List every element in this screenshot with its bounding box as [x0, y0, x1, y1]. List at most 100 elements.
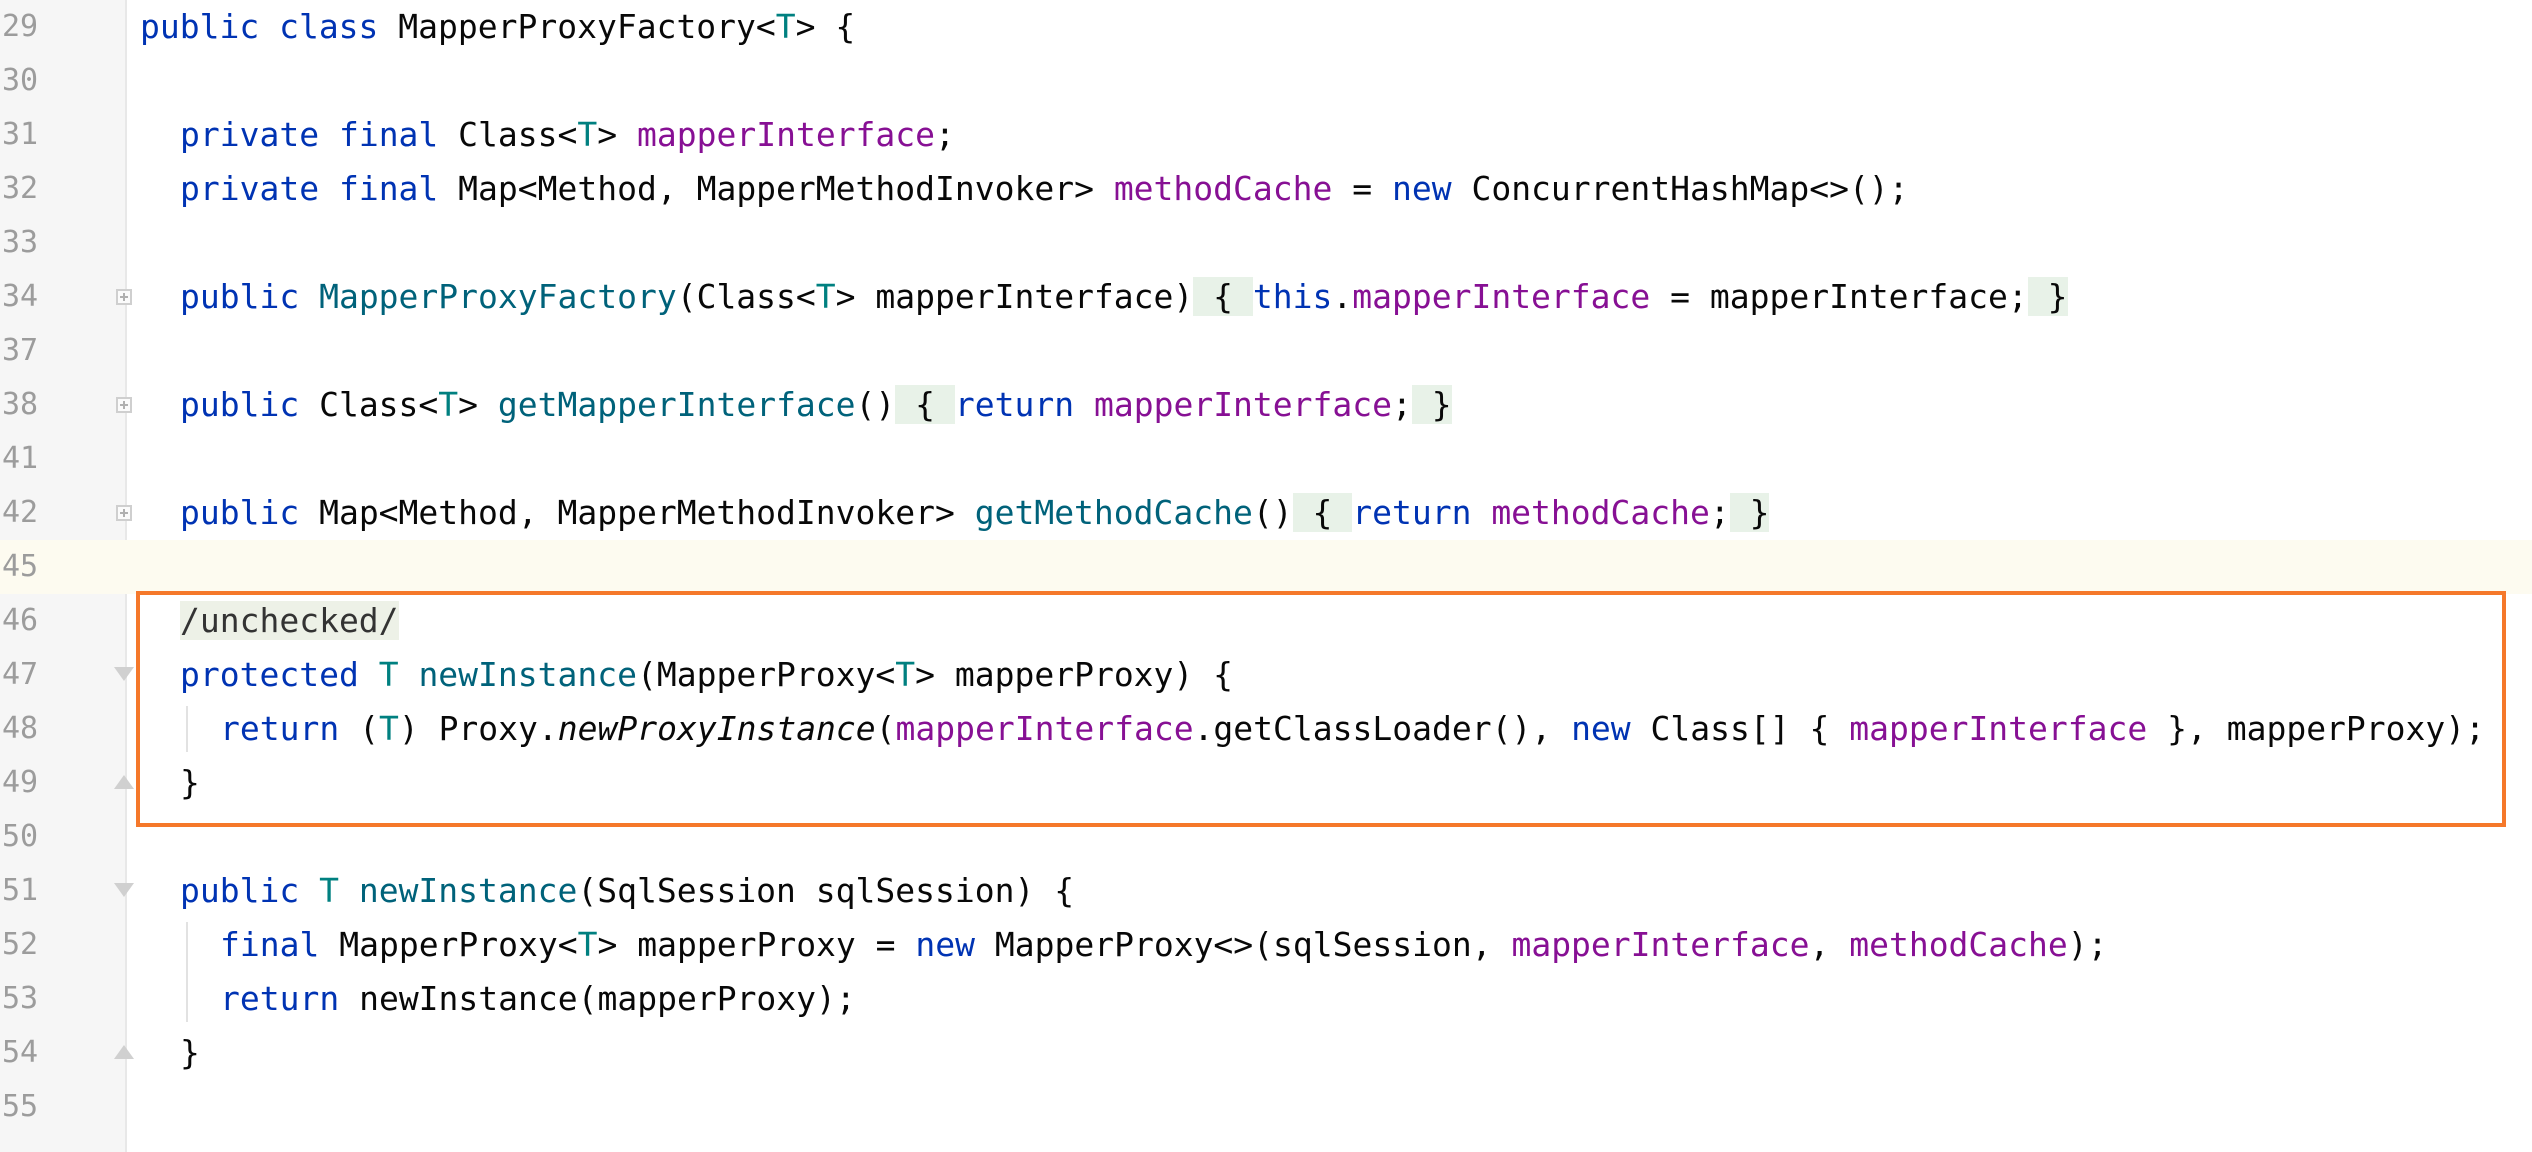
code-token: T	[895, 655, 916, 694]
code-text[interactable]: return (T) Proxy.newProxyInstance(mapper…	[220, 702, 2485, 756]
code-line[interactable]: 46/unchecked/	[0, 594, 2532, 648]
code-line[interactable]: 37	[0, 324, 2532, 378]
code-text[interactable]: private final Class<T> mapperInterface;	[180, 108, 955, 162]
code-token: public	[140, 7, 280, 46]
code-token: Map<Method, MapperMethodInvoker>	[458, 169, 1114, 208]
code-token: final	[338, 169, 459, 208]
code-token: newProxyInstance	[557, 709, 876, 748]
code-token: newInstance(mapperProxy);	[359, 979, 856, 1018]
code-token	[339, 871, 359, 910]
code-token: newInstance	[358, 871, 578, 910]
indent-guide	[186, 922, 188, 1022]
code-token: (Class<	[676, 277, 816, 316]
code-token: {	[1193, 277, 1253, 316]
code-line[interactable]: 49}	[0, 756, 2532, 810]
code-token: >	[597, 115, 638, 154]
code-text[interactable]: protected T newInstance(MapperProxy<T> m…	[180, 648, 1233, 702]
code-token: }	[1729, 493, 1770, 532]
code-token: );	[2067, 925, 2108, 964]
code-token: return	[220, 979, 360, 1018]
code-token: newInstance	[418, 655, 637, 694]
code-token: MapperProxyFactory	[319, 277, 677, 316]
code-token: T	[438, 385, 459, 424]
code-token: }	[180, 763, 200, 802]
code-text[interactable]: public class MapperProxyFactory<T> {	[140, 0, 855, 54]
code-line[interactable]: 29 public class MapperProxyFactory<T> {	[0, 0, 2532, 54]
code-token: }	[1411, 385, 1452, 424]
code-text[interactable]: final MapperProxy<T> mapperProxy = new M…	[220, 918, 2108, 972]
fold-expand-icon[interactable]	[116, 289, 132, 305]
line-number: 49	[2, 765, 39, 800]
code-token: ,	[1809, 925, 1850, 964]
code-token: = mapperInterface;	[1650, 277, 2028, 316]
code-token: (SqlSession sqlSession) {	[577, 871, 1075, 910]
code-line[interactable]: 33	[0, 216, 2532, 270]
code-token: mapperInterface	[895, 709, 1194, 748]
code-token: }	[180, 1033, 200, 1072]
fold-expand-icon[interactable]	[116, 505, 132, 521]
code-token: >	[458, 385, 498, 424]
code-token: T	[378, 709, 399, 748]
code-token: T	[577, 115, 598, 154]
code-token: mapperInterface	[637, 115, 936, 154]
line-number: 29	[2, 9, 39, 44]
code-line[interactable]: 47 protected T newInstance(MapperProxy<T>…	[0, 648, 2532, 702]
code-token: Class<	[458, 115, 578, 154]
code-token: new	[915, 925, 995, 964]
code-line[interactable]: 41	[0, 432, 2532, 486]
code-text[interactable]: }	[180, 756, 200, 810]
code-text[interactable]: public T newInstance(SqlSession sqlSessi…	[180, 864, 1074, 918]
code-line[interactable]: 55	[0, 1080, 2532, 1134]
code-token: ;	[1709, 493, 1730, 532]
line-number: 37	[2, 333, 39, 368]
code-text[interactable]: public Map<Method, MapperMethodInvoker> …	[180, 486, 1770, 540]
code-token: final	[338, 115, 459, 154]
code-token: mapperInterface	[1849, 709, 2148, 748]
fold-end-icon[interactable]	[114, 775, 134, 791]
code-text[interactable]: private final Map<Method, MapperMethodIn…	[180, 162, 1909, 216]
line-number: 47	[2, 657, 39, 692]
line-number: 46	[2, 603, 39, 638]
fold-end-icon[interactable]	[114, 1045, 134, 1061]
code-line[interactable]: 30	[0, 54, 2532, 108]
fold-collapse-icon[interactable]	[114, 667, 134, 683]
code-text[interactable]: return newInstance(mapperProxy);	[220, 972, 856, 1026]
line-number: 55	[2, 1089, 39, 1124]
code-token: return	[1352, 493, 1492, 532]
indent-guide	[186, 706, 188, 752]
code-token: T	[577, 925, 598, 964]
code-token: (	[875, 709, 896, 748]
code-token: methodCache	[1849, 925, 2068, 964]
code-token: public	[180, 385, 320, 424]
code-token: Class<	[319, 385, 439, 424]
code-text[interactable]: public Class<T> getMapperInterface() { r…	[180, 378, 1452, 432]
code-line[interactable]: 54}	[0, 1026, 2532, 1080]
highlight-box	[136, 591, 2506, 827]
code-token: private	[180, 115, 339, 154]
code-token: methodCache	[1113, 169, 1333, 208]
code-token: getMapperInterface	[497, 385, 856, 424]
code-token: MapperProxyFactory<	[398, 7, 776, 46]
code-text[interactable]: }	[180, 1026, 200, 1080]
code-token: {	[1292, 493, 1353, 532]
code-token: Map<Method, MapperMethodInvoker>	[319, 493, 975, 532]
code-token: .getClassLoader(),	[1193, 709, 1572, 748]
code-text[interactable]: public MapperProxyFactory(Class<T> mappe…	[180, 270, 2068, 324]
code-token: =	[1332, 169, 1392, 208]
fold-collapse-icon[interactable]	[114, 883, 134, 899]
code-text[interactable]: /unchecked/	[180, 594, 399, 648]
code-line[interactable]: 50	[0, 810, 2532, 864]
code-token: MapperProxy<	[339, 925, 578, 964]
fold-expand-icon[interactable]	[116, 397, 132, 413]
code-line[interactable]: 45	[0, 540, 2532, 594]
